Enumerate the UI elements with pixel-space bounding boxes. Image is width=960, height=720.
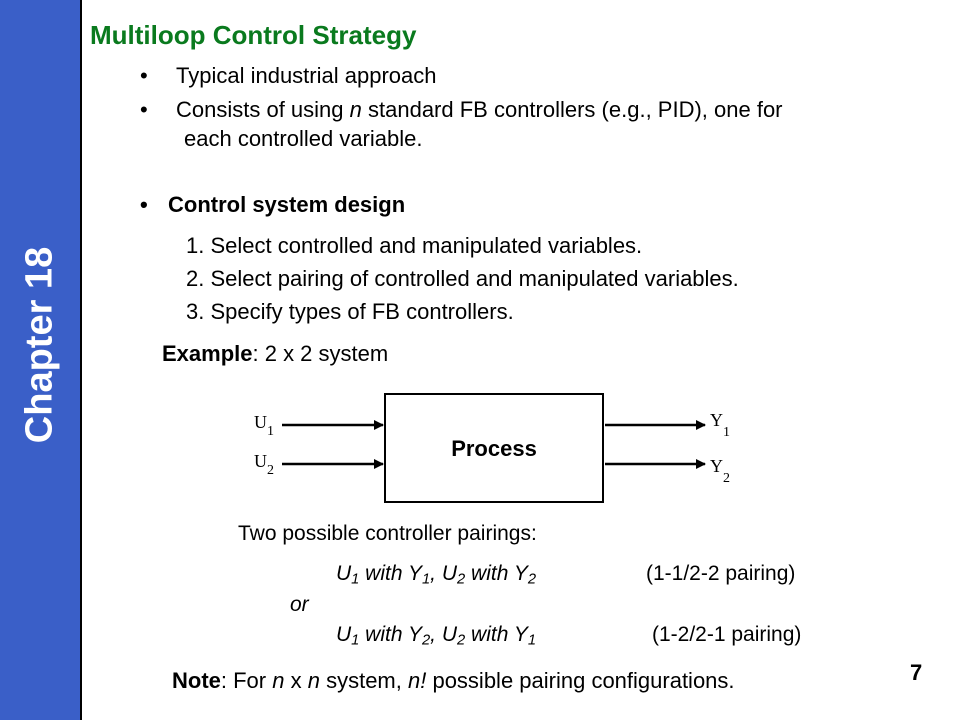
design-step: 1. Select controlled and manipulated var… — [186, 233, 643, 258]
pairing-2: U1 with Y2, U2 with Y1 — [336, 623, 537, 649]
bullet-text-pre: Consists of using — [176, 97, 350, 122]
bullet-text: Typical industrial approach — [176, 63, 437, 88]
design-heading: Control system design — [168, 192, 406, 217]
input-label-u2: U2 — [254, 451, 274, 478]
pairing-or: or — [290, 593, 309, 616]
slide-title: Multiloop Control Strategy — [90, 20, 417, 50]
bullet-dot: • — [140, 63, 148, 88]
pairing-2-label: (1-2/2-1 pairing) — [652, 623, 802, 646]
output-label-y2: Y2 — [710, 456, 730, 486]
design-step: 2. Select pairing of controlled and mani… — [186, 266, 739, 291]
pairings-intro: Two possible controller pairings: — [238, 522, 537, 545]
bullet-item: • Consists of using n standard FB contro… — [140, 97, 783, 123]
example-rest: : 2 x 2 system — [252, 341, 389, 366]
example-bold: Example — [162, 341, 253, 366]
process-diagram: Process U1 U2 Y1 Y2 — [254, 393, 730, 503]
bullet-text-n: n — [349, 97, 362, 122]
pairing-1-label: (1-1/2-2 pairing) — [646, 562, 796, 585]
design-step: 3. Specify types of FB controllers. — [186, 299, 514, 324]
process-label: Process — [451, 436, 537, 461]
output-label-y1: Y1 — [710, 410, 730, 440]
bullet-continuation: each controlled variable. — [184, 126, 423, 151]
input-label-u1: U1 — [254, 412, 274, 439]
bullet-item: • Typical industrial approach — [140, 63, 436, 89]
chapter-sidebar: Chapter 18 — [0, 0, 82, 720]
pairing-1: U1 with Y1, U2 with Y2 — [336, 562, 537, 588]
chapter-label: Chapter 18 — [18, 246, 61, 444]
example-line: Example: 2 x 2 system — [162, 341, 388, 367]
page-number: 7 — [910, 660, 923, 685]
note-line: Note: For n x n system, n! possible pair… — [172, 668, 735, 693]
bullet-text-post: standard FB controllers (e.g., PID), one… — [361, 97, 783, 122]
design-bullet: • Control system design — [140, 192, 405, 218]
bullet-dot: • — [140, 192, 148, 217]
process-box — [384, 393, 604, 503]
bullet-dot: • — [140, 97, 148, 122]
